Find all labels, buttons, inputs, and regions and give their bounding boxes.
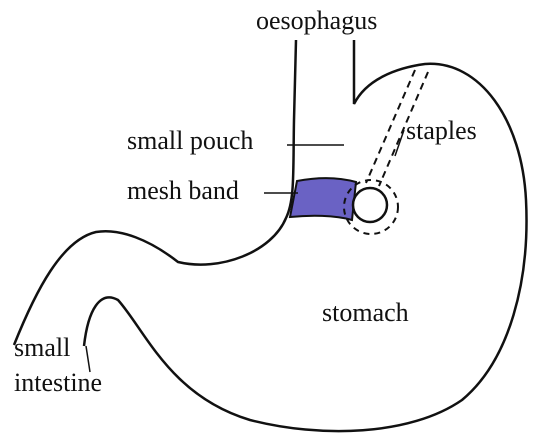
- stomach-greater-curvature-outline: [84, 40, 526, 431]
- staples-leader-line: [395, 130, 404, 156]
- small-pouch-label: small pouch: [127, 128, 253, 154]
- stoma-ring: [353, 188, 387, 222]
- oesophagus-label: oesophagus: [256, 8, 377, 34]
- staples-label: staples: [406, 118, 477, 144]
- small-intestine-label-line2: intestine: [14, 370, 102, 396]
- stomach-label: stomach: [322, 300, 409, 326]
- mesh-band-label: mesh band: [127, 178, 239, 204]
- small-intestine-label-line1: small: [14, 335, 70, 361]
